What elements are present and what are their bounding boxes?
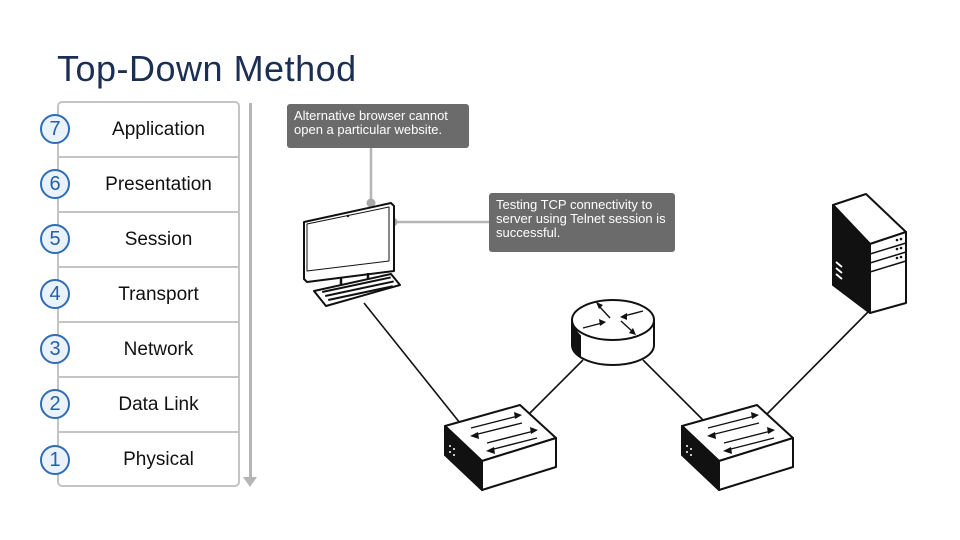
router-icon <box>571 299 655 366</box>
layer-number-badge: 1 <box>40 445 70 475</box>
switch-icon <box>681 404 794 491</box>
layer-network: Network <box>59 323 238 378</box>
layer-label: Transport <box>118 283 199 305</box>
callout-browser-failure: Alternative browser cannot open a partic… <box>287 104 469 148</box>
layer-number-badge: 6 <box>40 169 70 199</box>
layer-number-badge: 4 <box>40 279 70 309</box>
layer-physical: Physical <box>59 433 238 487</box>
layer-number-badge: 5 <box>40 224 70 254</box>
layer-session: Session <box>59 213 238 268</box>
layer-number-badge: 3 <box>40 334 70 364</box>
network-links <box>363 302 869 424</box>
layer-label: Session <box>124 228 193 250</box>
link-switch-server <box>765 311 869 416</box>
layer-label: Data Link <box>118 393 199 415</box>
layer-data-link: Data Link <box>59 378 238 433</box>
arrow-down-icon <box>243 477 257 487</box>
callout-telnet-success: Testing TCP connectivity to server using… <box>489 193 675 252</box>
layer-label: Network <box>123 338 194 360</box>
link-pc-switch <box>363 302 461 424</box>
layer-label: Presentation <box>105 173 212 195</box>
link-switch-router <box>524 359 584 419</box>
layer-number-badge: 7 <box>40 114 70 144</box>
osi-layer-stack: Application Presentation Session Transpo… <box>57 101 240 487</box>
layer-presentation: Presentation <box>59 158 238 213</box>
layer-label: Physical <box>123 449 194 470</box>
layer-label: Application <box>112 118 205 140</box>
layer-transport: Transport <box>59 268 238 323</box>
layer-number-badge: 2 <box>40 389 70 419</box>
layer-application: Application <box>59 103 238 158</box>
direction-arrow-shaft <box>249 103 252 478</box>
pc-icon <box>303 202 401 307</box>
switch-icon <box>444 404 557 491</box>
link-router-switch <box>642 359 704 421</box>
page-title: Top-Down Method <box>57 48 357 89</box>
server-icon <box>832 193 907 314</box>
